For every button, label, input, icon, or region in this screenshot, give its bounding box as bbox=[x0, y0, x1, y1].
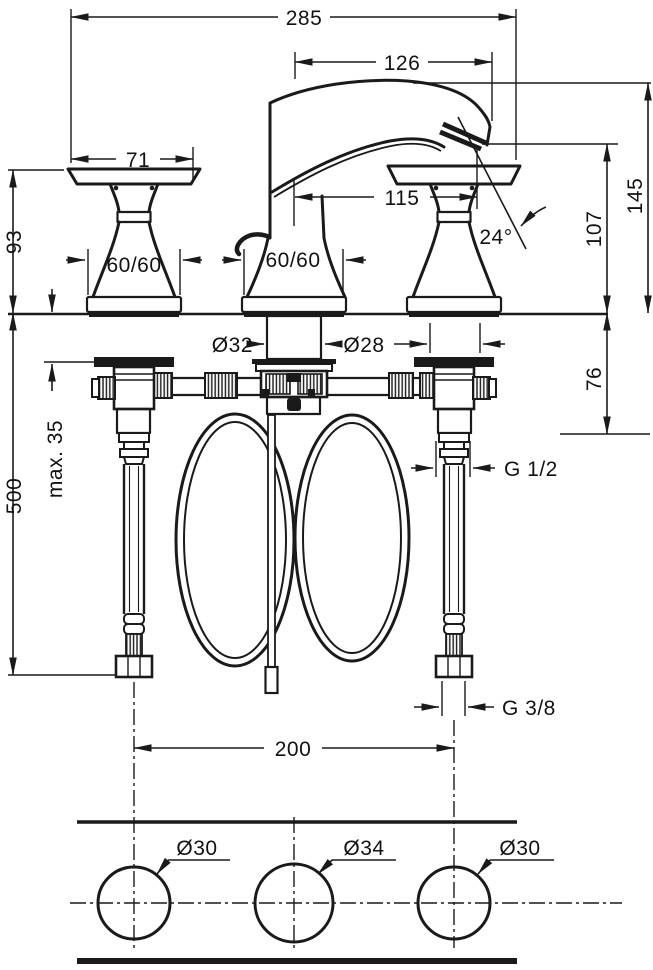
dim-shank-diameter-label: Ø32 bbox=[212, 334, 253, 357]
dim-handle-base-left-label: 60/60 bbox=[106, 254, 161, 277]
center-shank bbox=[252, 314, 336, 416]
faucet-outline bbox=[8, 78, 622, 964]
dim-handle-width-label: 71 bbox=[126, 149, 150, 172]
dim-hole-spacing-label: 200 bbox=[275, 738, 312, 761]
dim-handle-height: 93 bbox=[3, 169, 64, 314]
dim-valve-shank-diameter: Ø28 bbox=[343, 323, 505, 357]
dim-total-height-label: 145 bbox=[624, 178, 647, 215]
dim-spout-reach: 115 bbox=[293, 150, 478, 226]
dim-handle-height-label: 93 bbox=[3, 230, 26, 254]
dim-hole-right-label: Ø30 bbox=[499, 837, 540, 860]
dim-overall-width: 285 bbox=[70, 7, 517, 163]
dim-handle-width: 71 bbox=[70, 147, 194, 181]
dim-spout-tip-offset-label: 126 bbox=[384, 52, 421, 75]
dim-hole-spacing: 200 bbox=[133, 738, 455, 761]
dim-spout-base: 60/60 bbox=[222, 249, 366, 295]
dim-hose-thread: G 1/2 bbox=[411, 441, 558, 481]
dim-total-height: 145 bbox=[413, 82, 652, 314]
dim-spout-base-label: 60/60 bbox=[265, 249, 320, 272]
dim-handle-base-left: 60/60 bbox=[66, 249, 202, 295]
dim-hose-length-label: 500 bbox=[3, 478, 26, 515]
dim-below-deck-label: 76 bbox=[583, 367, 606, 391]
dim-spout-reach-label: 115 bbox=[385, 187, 420, 210]
dim-deck-thickness: max. 35 bbox=[44, 289, 157, 498]
dim-hose-thread-label: G 1/2 bbox=[504, 458, 558, 481]
dim-outlet-height: 107 bbox=[482, 143, 618, 314]
dim-below-deck: 76 bbox=[560, 312, 650, 435]
spout bbox=[234, 78, 492, 317]
dim-supply-thread-label: G 3/8 bbox=[502, 697, 556, 720]
drilling-template bbox=[70, 682, 622, 964]
dim-hole-left-label: Ø30 bbox=[176, 837, 217, 860]
aerator-icon bbox=[441, 121, 488, 146]
dim-hole-right: Ø30 bbox=[477, 837, 554, 875]
dim-outlet-angle-label: 24° bbox=[479, 226, 512, 249]
drain-pull-lever bbox=[234, 232, 270, 257]
dim-deck-thickness-label: max. 35 bbox=[44, 420, 67, 498]
dim-outlet-angle: 24° bbox=[457, 116, 547, 250]
dim-supply-thread: G 3/8 bbox=[414, 681, 556, 720]
dim-hose-length: 500 bbox=[3, 312, 116, 676]
right-valve bbox=[414, 357, 497, 679]
dim-overall-width-label: 285 bbox=[286, 7, 323, 30]
hose-loops bbox=[174, 412, 411, 668]
connecting-pipes bbox=[152, 372, 436, 399]
dim-hole-middle-label: Ø34 bbox=[343, 837, 384, 860]
dim-hole-middle: Ø34 bbox=[317, 837, 396, 875]
dim-hole-left: Ø30 bbox=[156, 837, 230, 875]
dim-outlet-height-label: 107 bbox=[583, 211, 606, 248]
dimensions: 285 126 71 115 24° bbox=[3, 7, 652, 875]
left-valve bbox=[91, 357, 174, 679]
left-handle bbox=[66, 167, 202, 317]
dim-shank-diameter: Ø32 bbox=[212, 334, 343, 357]
dim-spout-tip-offset: 126 bbox=[294, 52, 493, 121]
dim-valve-shank-diameter-label: Ø28 bbox=[343, 334, 384, 357]
right-handle bbox=[386, 164, 522, 317]
pull-rod bbox=[264, 414, 279, 695]
